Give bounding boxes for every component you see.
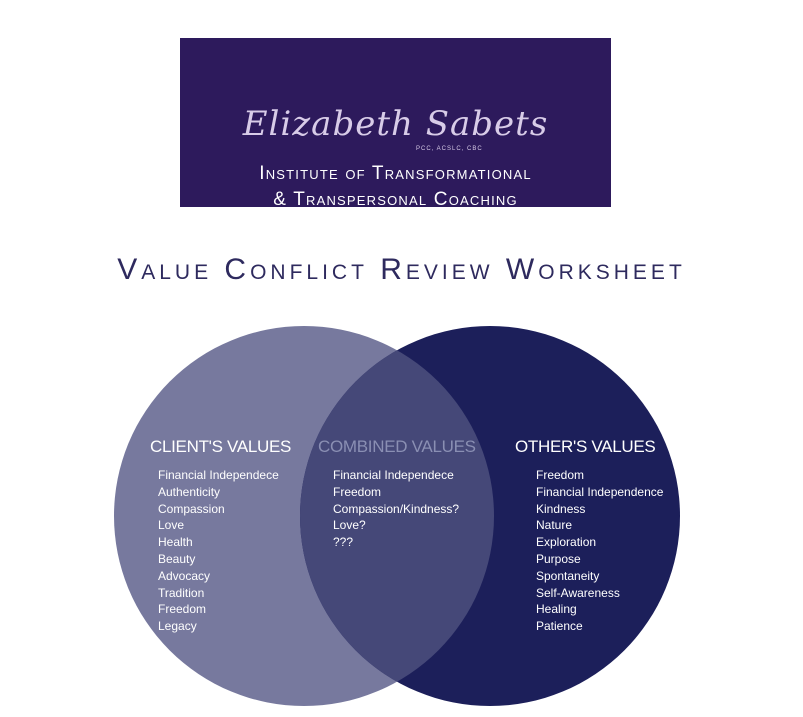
client-values-heading: CLIENT'S VALUES (150, 437, 292, 456)
list-item: Patience (536, 619, 583, 634)
list-item: Kindness (536, 501, 586, 516)
list-item: Legacy (158, 619, 197, 634)
logo-script-name: Elizabeth Sabets (242, 104, 549, 144)
list-item: Financial Independece (333, 468, 454, 482)
combined-values-heading: COMBINED VALUES (318, 437, 476, 456)
combined-values-list: Financial Independece Freedom Compassion… (333, 467, 459, 551)
list-item: Freedom (333, 484, 382, 499)
logo-credentials: PCC, ACSLC, CBC (416, 146, 483, 152)
list-item: Freedom (536, 468, 585, 482)
logo-institute-line-1: Institute of Transformational (259, 163, 532, 184)
client-values-list: Financial Independece Authenticity Compa… (158, 467, 279, 635)
combined-values-overlap (300, 326, 494, 706)
list-item: Freedom (158, 602, 207, 617)
list-item: Tradition (158, 585, 205, 600)
list-item: Financial Independece (158, 468, 279, 482)
list-item: Spontaneity (536, 568, 600, 583)
list-item: Exploration (536, 535, 597, 550)
other-values-heading: OTHER'S VALUES (515, 437, 656, 456)
list-item: Advocacy (158, 568, 211, 583)
logo-institute-line-2: & Transpersonal Coaching (273, 189, 518, 210)
list-item: Compassion (158, 501, 225, 516)
list-item: Financial Independence (536, 484, 664, 499)
list-item: Self-Awareness (536, 585, 620, 600)
other-values-list: Freedom Financial Independence Kindness … (536, 467, 663, 635)
list-item: Compassion/Kindness? (333, 501, 460, 516)
list-item: Love (158, 518, 185, 533)
list-item: Nature (536, 518, 573, 533)
list-item: Love? (333, 518, 366, 533)
list-item: Healing (536, 602, 577, 617)
list-item: Purpose (536, 551, 581, 566)
list-item: Beauty (158, 551, 196, 566)
list-item: ??? (333, 535, 354, 550)
page-title: Value Conflict Review Worksheet (117, 253, 686, 286)
list-item: Health (158, 535, 193, 550)
list-item: Authenticity (158, 484, 221, 499)
logo-banner: Elizabeth Sabets PCC, ACSLC, CBC Institu… (180, 38, 611, 210)
